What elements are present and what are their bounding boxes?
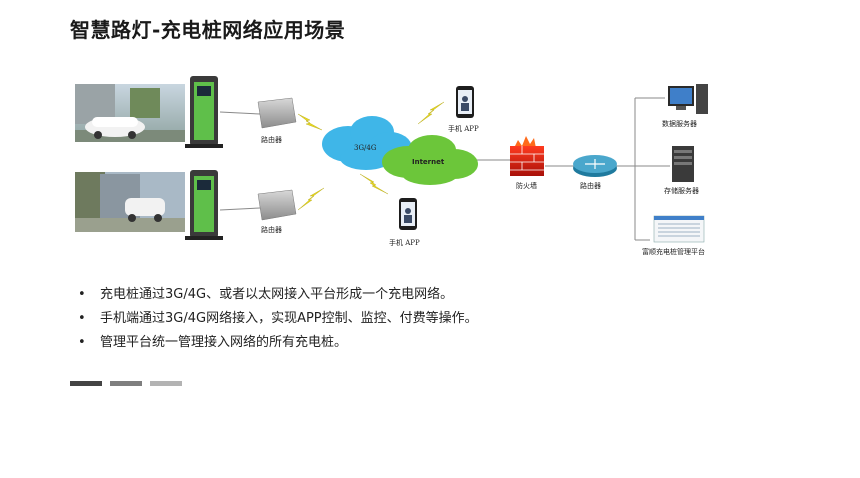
network-diagram: 路由器 路由器 3G/4G Internet 手机 APP 手机 (75, 76, 708, 256)
firewall-icon (510, 136, 544, 176)
router-bottom-icon (257, 189, 297, 221)
bullet-item: 管理平台统一管理接入网络的所有充电桩。 (78, 331, 478, 355)
router-center-label: 路由器 (580, 181, 601, 190)
router-top-icon (257, 97, 297, 129)
router-center-icon (573, 155, 617, 177)
platform-label: 富顺充电桩管理平台 (642, 247, 705, 256)
router-top-label: 路由器 (261, 135, 282, 144)
charging-scene-photo-bottom (75, 172, 185, 232)
decor-bar-2 (110, 381, 142, 386)
cloud-3g4g-label: 3G/4G (354, 144, 377, 152)
decor-bar-3 (150, 381, 182, 386)
router-bottom-label: 路由器 (261, 225, 282, 234)
data-server-label: 数据服务器 (662, 119, 697, 128)
wireless-bolt-icons (297, 101, 445, 211)
page-title: 智慧路灯-充电桩网络应用场景 (70, 18, 346, 42)
firewall-label: 防火墙 (516, 181, 537, 190)
platform-screen-icon (653, 215, 705, 243)
cloud-internet-label: Internet (412, 158, 445, 166)
phone-bottom-icon (399, 198, 417, 230)
bullet-list: 充电桩通过3G/4G、或者以太网接入平台形成一个充电网络。 手机端通过3G/4G… (78, 283, 478, 355)
storage-server-icon (672, 146, 694, 182)
charging-scene-photo-top (75, 84, 185, 142)
phone-top-icon (456, 86, 474, 118)
phone-top-label: 手机 APP (448, 124, 479, 133)
bullet-item: 手机端通过3G/4G网络接入，实现APP控制、监控、付费等操作。 (78, 307, 478, 331)
cloud-internet-icon (382, 135, 478, 185)
storage-server-label: 存储服务器 (664, 186, 699, 195)
decor-bar-1 (70, 381, 102, 386)
data-server-icon (668, 84, 708, 114)
charging-pile-top (185, 76, 223, 148)
charging-pile-bottom (185, 170, 223, 240)
phone-bottom-label: 手机 APP (389, 238, 420, 247)
bullet-item: 充电桩通过3G/4G、或者以太网接入平台形成一个充电网络。 (78, 283, 478, 307)
